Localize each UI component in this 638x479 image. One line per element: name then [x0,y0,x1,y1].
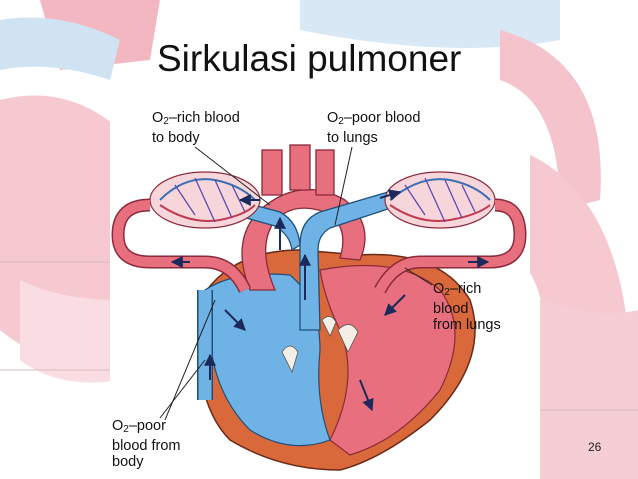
label-o2-poor-to-lungs: O2–poor blood to lungs [327,110,420,146]
page-number: 26 [588,440,601,454]
label-o2-rich-from-lungs: O2–rich blood from lungs [433,281,501,333]
label-o2-poor-from-body: O2–poor blood from body [112,418,181,470]
right-lung-capillaries [385,172,495,228]
label-o2-rich-to-body: O2–rich blood to body [152,110,240,146]
